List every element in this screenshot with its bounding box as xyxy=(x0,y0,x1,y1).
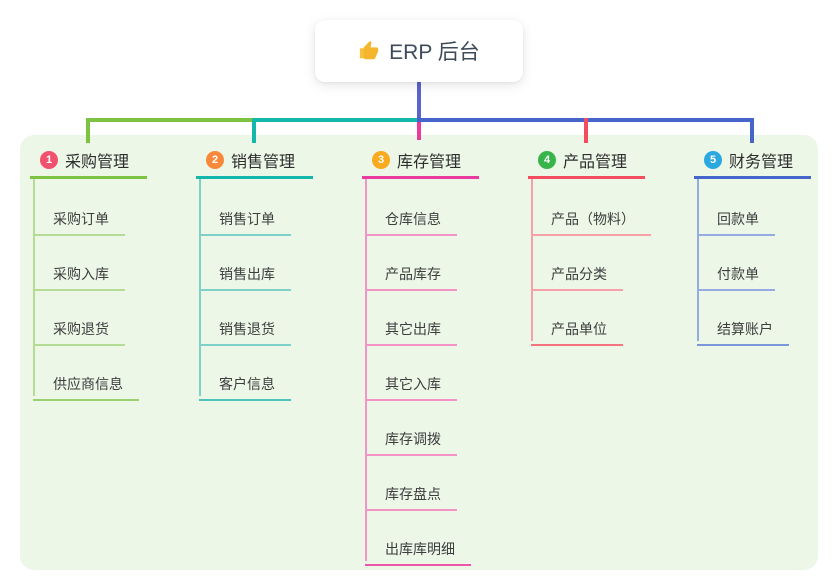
branch-trunk-line xyxy=(697,179,699,341)
child-node[interactable]: 采购入库 xyxy=(33,258,125,291)
child-node[interactable]: 客户信息 xyxy=(199,368,291,401)
root-node[interactable]: ERP 后台 xyxy=(315,20,523,82)
branch-header-5[interactable]: 5 财务管理 xyxy=(704,150,794,171)
branch-trunk-line xyxy=(531,179,533,341)
child-node[interactable]: 销售订单 xyxy=(199,203,291,236)
child-node[interactable]: 库存盘点 xyxy=(365,478,457,511)
child-node[interactable]: 出库库明细 xyxy=(365,533,471,566)
branch-underline xyxy=(362,176,479,179)
branch-underline xyxy=(694,176,811,179)
child-node[interactable]: 结算账户 xyxy=(697,313,789,346)
branch-number-badge: 4 xyxy=(538,151,556,169)
child-node[interactable]: 产品单位 xyxy=(531,313,623,346)
branch-number-badge: 1 xyxy=(40,151,58,169)
child-node[interactable]: 销售出库 xyxy=(199,258,291,291)
branch-trunk-line xyxy=(365,179,367,561)
branch-underline xyxy=(196,176,313,179)
child-node[interactable]: 采购订单 xyxy=(33,203,125,236)
child-node[interactable]: 销售退货 xyxy=(199,313,291,346)
branch-connector xyxy=(86,118,90,143)
branch-title: 库存管理 xyxy=(397,154,462,171)
child-node[interactable]: 供应商信息 xyxy=(33,368,139,401)
branch-header-2[interactable]: 2 销售管理 xyxy=(206,150,296,171)
branches-panel xyxy=(20,135,818,570)
bus-line-green xyxy=(86,118,256,122)
branch-number-badge: 5 xyxy=(704,151,722,169)
branch-number-badge: 2 xyxy=(206,151,224,169)
branch-number-badge: 3 xyxy=(372,151,390,169)
child-node[interactable]: 采购退货 xyxy=(33,313,125,346)
thumbs-up-icon xyxy=(360,40,379,60)
branch-trunk-line xyxy=(33,179,35,396)
branch-header-1[interactable]: 1 采购管理 xyxy=(40,150,130,171)
branch-connector xyxy=(750,118,754,143)
root-drop-line xyxy=(417,82,421,122)
branch-connector xyxy=(252,118,256,143)
branch-title: 采购管理 xyxy=(65,154,130,171)
branch-connector xyxy=(584,118,588,143)
branch-title: 销售管理 xyxy=(231,154,296,171)
child-node[interactable]: 产品分类 xyxy=(531,258,623,291)
branch-title: 产品管理 xyxy=(563,154,628,171)
child-node[interactable]: 付款单 xyxy=(697,258,775,291)
branch-header-3[interactable]: 3 库存管理 xyxy=(372,150,462,171)
root-title: ERP 后台 xyxy=(389,41,480,64)
child-node[interactable]: 产品（物料） xyxy=(531,203,651,236)
child-node[interactable]: 产品库存 xyxy=(365,258,457,291)
branch-header-4[interactable]: 4 产品管理 xyxy=(538,150,628,171)
bus-line-teal xyxy=(252,118,421,122)
child-node[interactable]: 库存调拨 xyxy=(365,423,457,456)
child-node[interactable]: 其它入库 xyxy=(365,368,457,401)
child-node[interactable]: 其它出库 xyxy=(365,313,457,346)
branch-connector xyxy=(417,122,421,140)
branch-underline xyxy=(528,176,645,179)
branch-title: 财务管理 xyxy=(729,154,794,171)
branch-trunk-line xyxy=(199,179,201,396)
child-node[interactable]: 回款单 xyxy=(697,203,775,236)
child-node[interactable]: 仓库信息 xyxy=(365,203,457,236)
branch-underline xyxy=(30,176,147,179)
